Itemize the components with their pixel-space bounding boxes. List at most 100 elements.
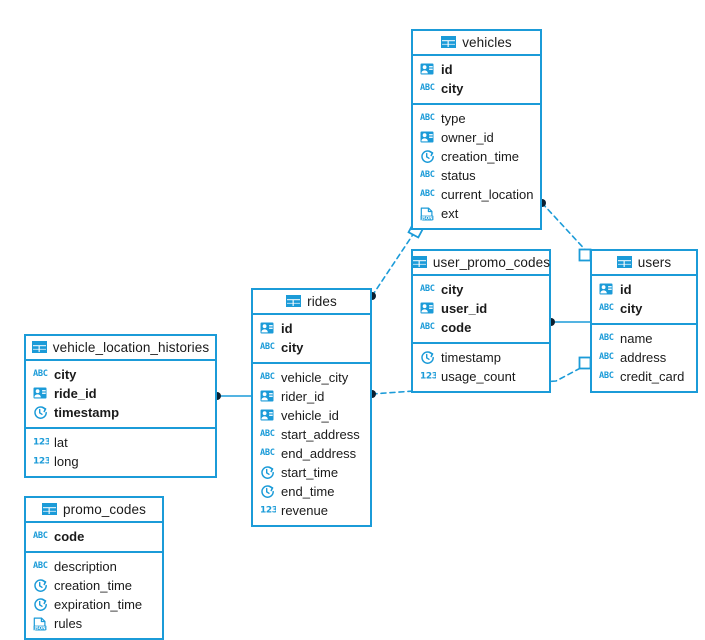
table-header-promo_codes[interactable]: promo_codes: [26, 498, 162, 523]
field-label: status: [441, 168, 476, 183]
id-card-icon: [599, 283, 614, 297]
relationship-target-square: [578, 248, 592, 262]
svg-text:ABC: ABC: [260, 429, 275, 438]
field-row[interactable]: ABC city: [413, 280, 549, 299]
relationship-user-promo-codes-to-users[interactable]: [547, 318, 591, 326]
table-rides[interactable]: rides id ABC city ABC vehicle_city rider…: [251, 288, 372, 527]
field-row[interactable]: ride_id: [26, 384, 215, 403]
field-row[interactable]: JSON ext: [413, 204, 540, 223]
field-label: vehicle_city: [281, 370, 349, 385]
field-row[interactable]: owner_id: [413, 128, 540, 147]
abc-string-icon: ABC: [420, 169, 435, 183]
svg-text:123: 123: [33, 456, 49, 465]
field-row[interactable]: id: [253, 319, 370, 338]
relationship-vehicle-location-histories-to-rides[interactable]: [213, 392, 252, 400]
field-label: address: [620, 350, 667, 365]
field-label: timestamp: [441, 350, 501, 365]
table-header-vehicle_location_histories[interactable]: vehicle_location_histories: [26, 336, 215, 361]
table-header-vehicles[interactable]: vehicles: [413, 31, 540, 56]
table-header-user_promo_codes[interactable]: user_promo_codes: [411, 251, 550, 276]
columns-vehicles: ABC type owner_id creation_time ABC stat…: [413, 105, 540, 228]
field-row[interactable]: ABC code: [413, 318, 549, 337]
field-label: city: [441, 81, 464, 96]
123-number-icon: 123: [260, 504, 276, 518]
field-row[interactable]: ABC current_location: [413, 185, 540, 204]
field-row[interactable]: timestamp: [26, 403, 215, 422]
primary-keys-users: id ABC city: [592, 276, 696, 325]
field-label: id: [441, 62, 453, 77]
field-row[interactable]: ABC address: [592, 348, 696, 367]
clock-timestamp-icon: [260, 484, 275, 499]
field-row[interactable]: start_time: [253, 463, 370, 482]
table-header-users[interactable]: users: [592, 251, 696, 276]
field-row[interactable]: ABC status: [413, 166, 540, 185]
table-vehicle_location_histories[interactable]: vehicle_location_histories ABC city ride…: [24, 334, 217, 478]
relationship-line: [371, 229, 417, 297]
field-row[interactable]: end_time: [253, 482, 370, 501]
abc-string-icon: ABC: [260, 371, 275, 385]
field-row[interactable]: JSON rules: [26, 614, 162, 633]
field-row[interactable]: expiration_time: [26, 595, 162, 614]
id-card-icon: [420, 302, 435, 316]
field-row[interactable]: 123 long: [26, 452, 215, 471]
field-row[interactable]: 123 revenue: [253, 501, 370, 520]
123-number-icon: 123: [420, 370, 436, 384]
table-users[interactable]: users id ABC city ABC name ABC address A…: [590, 249, 698, 393]
field-label: code: [441, 320, 472, 335]
field-row[interactable]: ABC type: [413, 109, 540, 128]
123-number-icon: 123: [33, 436, 49, 450]
field-label: creation_time: [54, 578, 133, 593]
field-row[interactable]: id: [592, 280, 696, 299]
table-name-label: vehicle_location_histories: [52, 340, 210, 355]
field-row[interactable]: ABC vehicle_city: [253, 368, 370, 387]
field-label: timestamp: [54, 405, 120, 420]
primary-keys-rides: id ABC city: [253, 315, 370, 364]
abc-string-icon: ABC: [599, 370, 614, 384]
field-row[interactable]: 123 usage_count: [413, 367, 549, 386]
field-row[interactable]: 123 lat: [26, 433, 215, 452]
table-header-rides[interactable]: rides: [253, 290, 370, 315]
field-label: owner_id: [441, 130, 494, 145]
field-row[interactable]: ABC description: [26, 557, 162, 576]
relationship-target-square: [578, 356, 592, 370]
field-row[interactable]: ABC name: [592, 329, 696, 348]
svg-text:ABC: ABC: [420, 322, 435, 331]
table-user_promo_codes[interactable]: user_promo_codes ABC city user_id ABC co…: [411, 249, 551, 393]
clock-timestamp-icon: [33, 405, 48, 420]
table-vehicles[interactable]: vehicles id ABC city ABC type owner_id: [411, 29, 542, 230]
field-label: vehicle_id: [281, 408, 339, 423]
table-promo_codes[interactable]: promo_codes ABC code ABC description cre…: [24, 496, 164, 640]
abc-string-icon: ABC: [599, 351, 614, 365]
field-row[interactable]: ABC city: [26, 365, 215, 384]
json-document-icon: JSON: [33, 617, 48, 631]
svg-text:ABC: ABC: [420, 189, 435, 198]
clock-timestamp-icon: [420, 149, 435, 164]
field-row[interactable]: ABC city: [253, 338, 370, 357]
field-row[interactable]: ABC credit_card: [592, 367, 696, 386]
svg-text:ABC: ABC: [599, 352, 614, 361]
field-row[interactable]: ABC city: [592, 299, 696, 318]
clock-timestamp-icon: [260, 465, 275, 480]
primary-keys-vehicle_location_histories: ABC city ride_id timestamp: [26, 361, 215, 429]
field-row[interactable]: ABC city: [413, 79, 540, 98]
field-row[interactable]: rider_id: [253, 387, 370, 406]
id-card-icon: [420, 63, 435, 77]
svg-text:JSON: JSON: [421, 215, 434, 220]
field-row[interactable]: timestamp: [413, 348, 549, 367]
svg-text:ABC: ABC: [599, 371, 614, 380]
table-icon: [411, 255, 427, 270]
svg-text:ABC: ABC: [33, 531, 48, 540]
field-row[interactable]: creation_time: [26, 576, 162, 595]
field-label: user_id: [441, 301, 488, 316]
field-row[interactable]: id: [413, 60, 540, 79]
svg-text:JSON: JSON: [34, 625, 47, 630]
field-row[interactable]: ABC start_address: [253, 425, 370, 444]
field-row[interactable]: ABC end_address: [253, 444, 370, 463]
field-row[interactable]: user_id: [413, 299, 549, 318]
field-label: creation_time: [441, 149, 520, 164]
field-row[interactable]: vehicle_id: [253, 406, 370, 425]
field-row[interactable]: creation_time: [413, 147, 540, 166]
clock-timestamp-icon: [33, 597, 48, 612]
primary-keys-user_promo_codes: ABC city user_id ABC code: [413, 276, 549, 344]
field-row[interactable]: ABC code: [26, 527, 162, 546]
